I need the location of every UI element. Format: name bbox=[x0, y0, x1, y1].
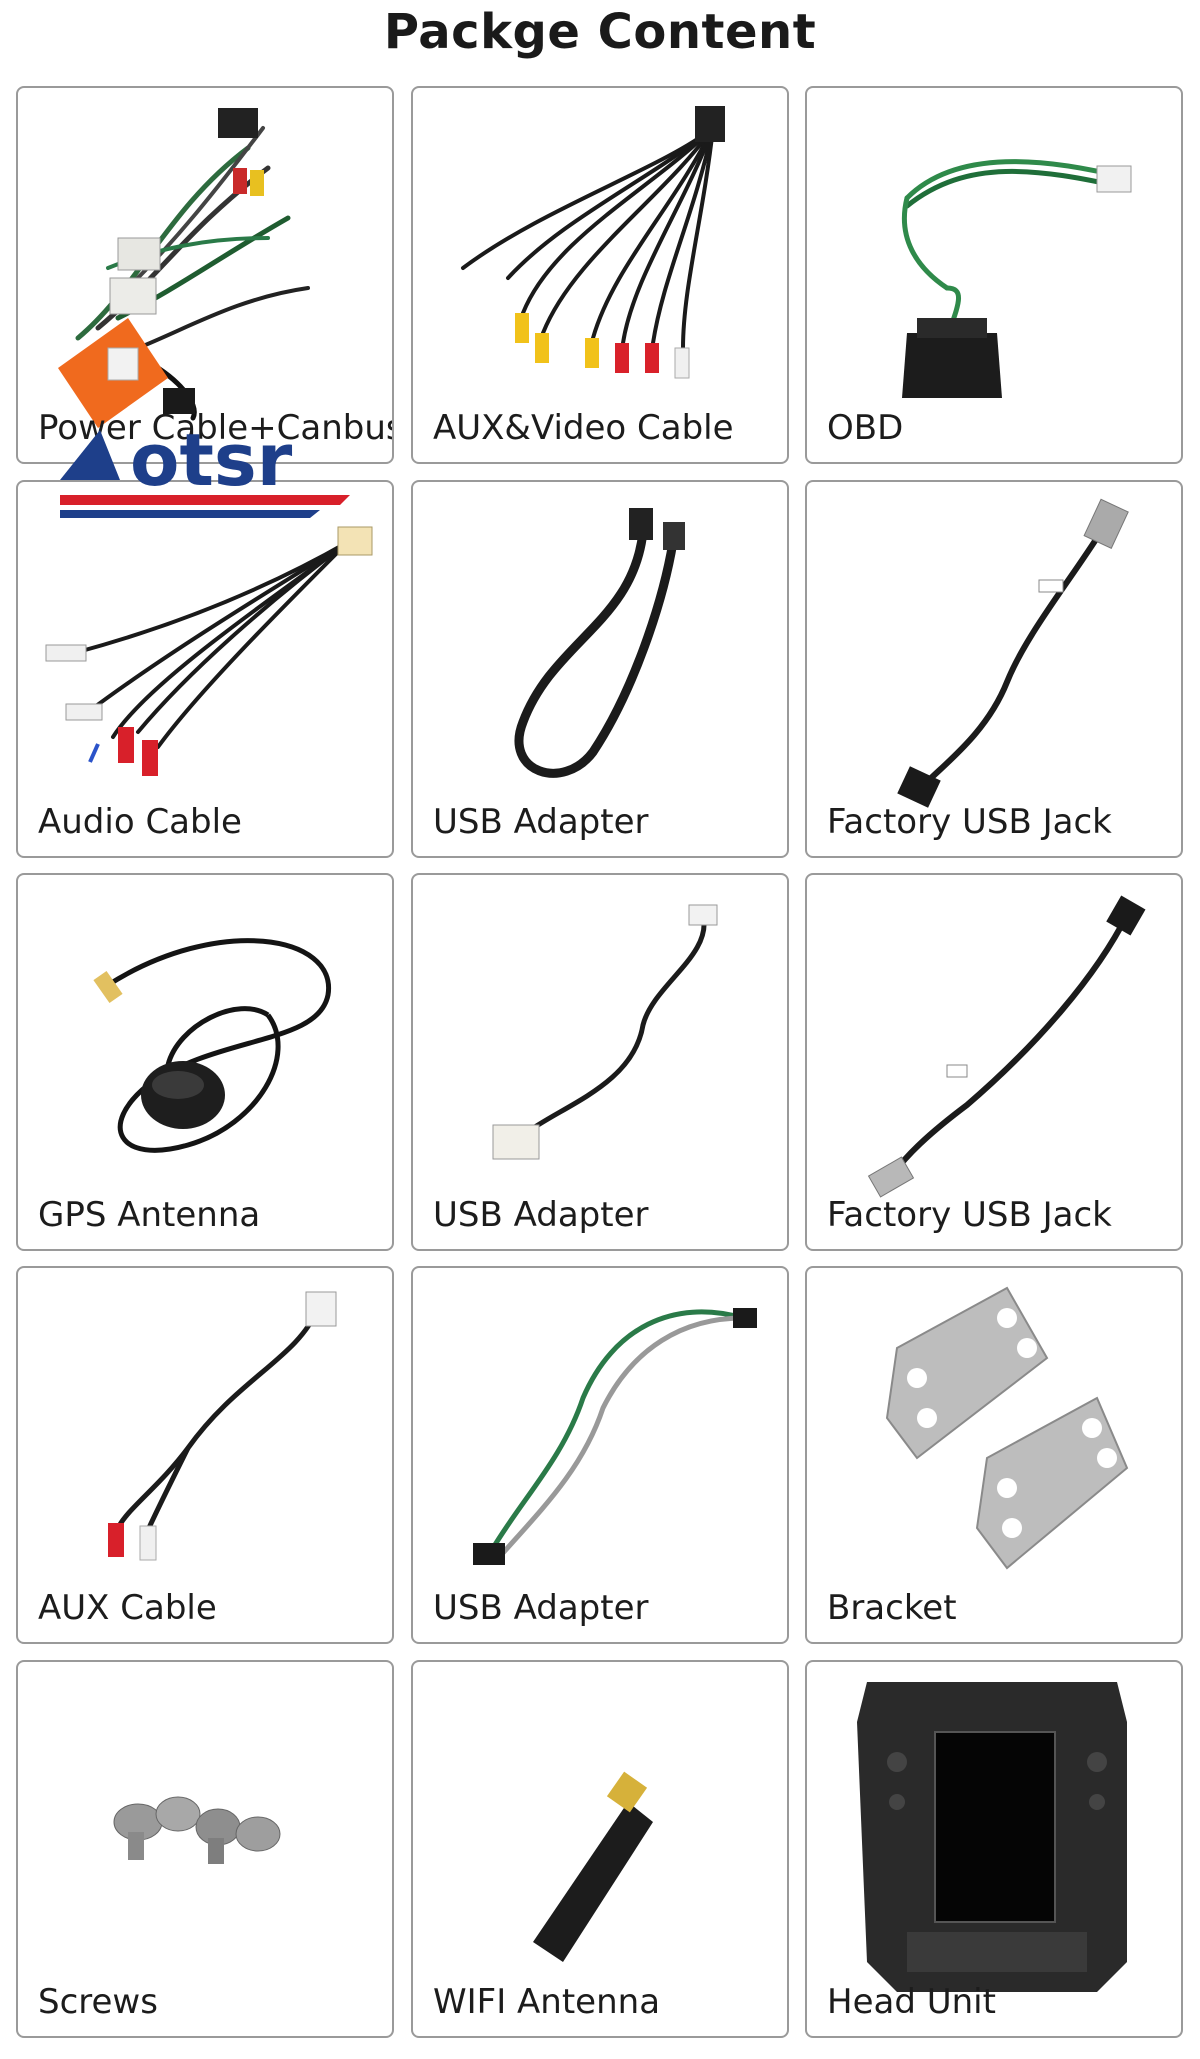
power-cable-canbus-image bbox=[58, 108, 310, 428]
item-label: Screws bbox=[38, 1982, 158, 2022]
item-label: USB Adapter bbox=[433, 802, 649, 842]
obd-cable-image bbox=[901, 159, 1132, 398]
item-factory-usb-jack-2: Factory USB Jack bbox=[805, 873, 1183, 1251]
item-label: USB Adapter bbox=[433, 1588, 649, 1628]
svg-text:otsr: otsr bbox=[130, 430, 293, 502]
item-power-cable-canbus: Power Cable+Canbus bbox=[16, 86, 394, 464]
item-wifi-antenna: WIFI Antenna bbox=[411, 1660, 789, 2038]
item-label: Audio Cable bbox=[38, 802, 242, 842]
item-label: Factory USB Jack bbox=[827, 1195, 1112, 1235]
item-label: USB Adapter bbox=[433, 1195, 649, 1235]
item-factory-usb-jack-1: Factory USB Jack bbox=[805, 480, 1183, 858]
page-title: Packge Content bbox=[383, 4, 817, 60]
bracket-image bbox=[885, 1286, 1129, 1570]
item-label: Head Unit bbox=[827, 1982, 996, 2022]
item-aux-video-cable: AUX&Video Cable bbox=[411, 86, 789, 464]
brand-logo: otsr bbox=[60, 430, 350, 518]
gps-antenna-image bbox=[93, 938, 331, 1153]
factory-usb-jack-image bbox=[897, 498, 1129, 808]
item-label: AUX Cable bbox=[38, 1588, 217, 1628]
usb-adapter-image bbox=[473, 1308, 757, 1565]
wifi-antenna-image bbox=[533, 1771, 653, 1962]
item-head-unit: Head Unit bbox=[805, 1660, 1183, 2038]
item-audio-cable: Audio Cable bbox=[16, 480, 394, 858]
usb-adapter-image bbox=[514, 508, 685, 778]
head-unit-image bbox=[857, 1682, 1127, 1992]
item-aux-cable: AUX Cable bbox=[16, 1266, 394, 1644]
item-label: Factory USB Jack bbox=[827, 802, 1112, 842]
usb-adapter-image bbox=[492, 904, 718, 1160]
item-obd: OBD bbox=[805, 86, 1183, 464]
item-usb-adapter-2: USB Adapter bbox=[411, 873, 789, 1251]
aux-cable-image bbox=[108, 1291, 337, 1561]
audio-cable-image bbox=[45, 526, 373, 776]
item-label: OBD bbox=[827, 408, 904, 448]
factory-usb-jack-image bbox=[867, 895, 1146, 1198]
item-bracket: Bracket bbox=[805, 1266, 1183, 1644]
item-screws: Screws bbox=[16, 1660, 394, 2038]
item-label: GPS Antenna bbox=[38, 1195, 261, 1235]
screws-image bbox=[113, 1796, 281, 1864]
item-label: WIFI Antenna bbox=[433, 1982, 661, 2022]
item-label: AUX&Video Cable bbox=[433, 408, 734, 448]
aux-video-cable-image bbox=[461, 106, 725, 379]
item-label: Bracket bbox=[827, 1588, 957, 1628]
item-gps-antenna: GPS Antenna bbox=[16, 873, 394, 1251]
item-usb-adapter-1: USB Adapter bbox=[411, 480, 789, 858]
item-usb-adapter-3: USB Adapter bbox=[411, 1266, 789, 1644]
